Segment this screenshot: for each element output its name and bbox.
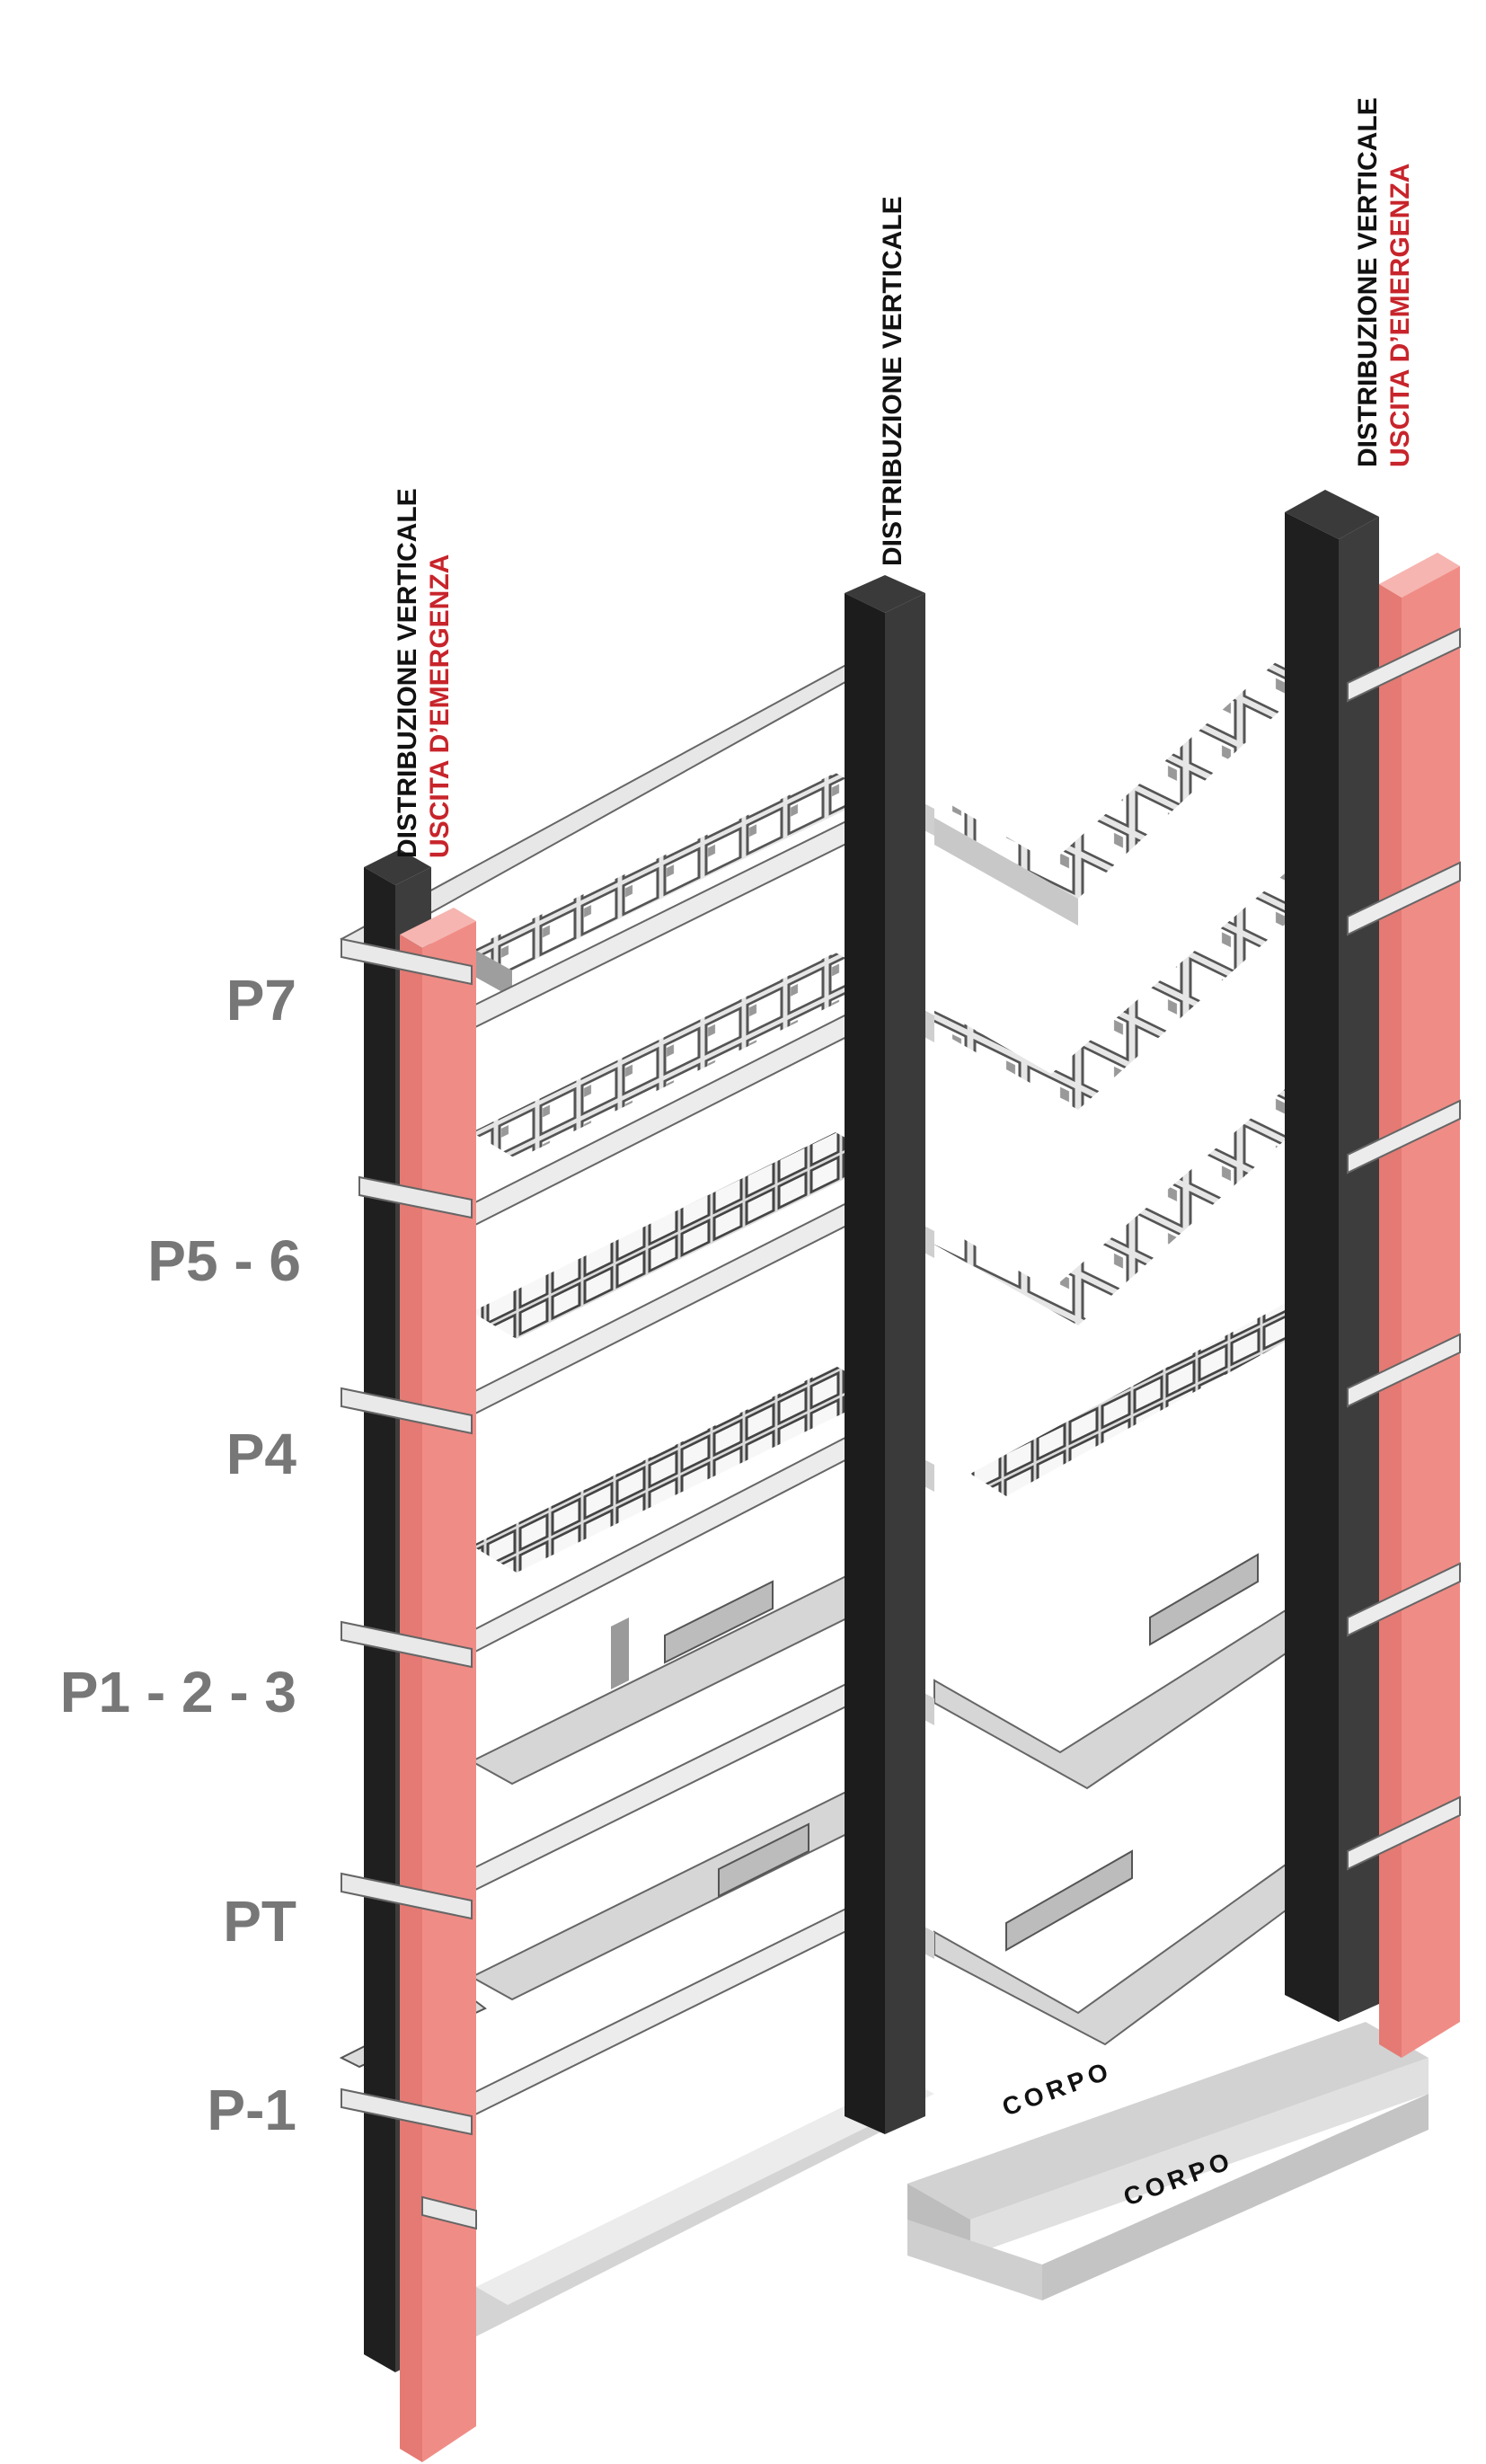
right-stair-shaft	[1285, 490, 1379, 2022]
corpo-label-a: CORPO	[998, 2056, 1116, 2122]
right-emergency-shaft	[1379, 553, 1460, 2058]
left-tower-label-line1: DISTRIBUZIONE VERTICALE	[393, 488, 422, 858]
left-emergency-shaft	[400, 908, 476, 2462]
right-tower-label-line1: DISTRIBUZIONE VERTICALE	[1353, 97, 1383, 467]
right-slab-edges	[1347, 627, 1461, 1871]
base-slab-left	[476, 2078, 934, 2336]
level-label-p1-2-3: P1 - 2 - 3	[60, 1660, 296, 1724]
left-tower-label: DISTRIBUZIONE VERTICALE USCITA D’EMERGEN…	[393, 488, 455, 858]
level-label-p4: P4	[226, 1422, 297, 1486]
right-tower-label-line2: USCITA D’EMERGENZA	[1385, 164, 1415, 467]
center-tower-label-line1: DISTRIBUZIONE VERTICALE	[878, 196, 907, 566]
center-stair-shaft	[845, 575, 925, 2134]
left-tower-label-line2: USCITA D’EMERGENZA	[425, 554, 455, 858]
base-slab-corpo	[907, 2022, 1429, 2300]
level-label-pt: PT	[223, 1889, 296, 1954]
level-label-p7: P7	[226, 968, 296, 1033]
level-label-p-1: P-1	[207, 2078, 296, 2142]
left-slab-edges	[341, 937, 477, 2230]
center-tower-label: DISTRIBUZIONE VERTICALE	[878, 196, 907, 566]
floor-pt-left	[469, 1566, 906, 1893]
right-tower-label: DISTRIBUZIONE VERTICALE USCITA D’EMERGEN…	[1353, 97, 1415, 467]
level-label-p5-6: P5 - 6	[147, 1228, 301, 1293]
